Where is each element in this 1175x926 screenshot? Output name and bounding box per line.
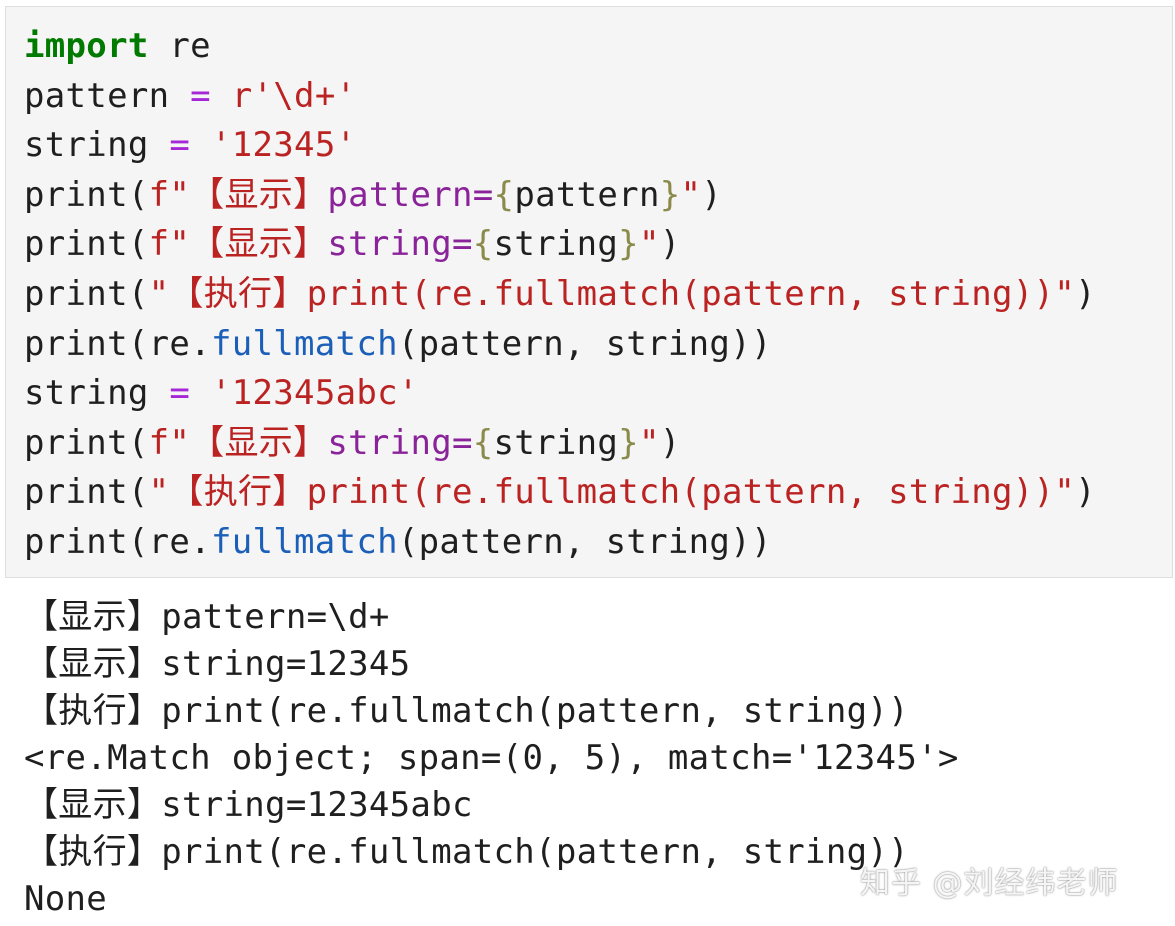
function-name: fullmatch [210, 323, 398, 364]
watermark: 知乎 @刘经纬老师 [860, 866, 1119, 901]
call-suffix: ) [659, 422, 681, 463]
string-literal: "【执行】print(re.fullmatch(pattern, string)… [148, 273, 1076, 314]
output-line: 【显示】string=12345 [24, 644, 411, 684]
cell-output: 【显示】pattern=\d+ 【显示】string=12345 【执行】print… [24, 594, 959, 923]
code-line: string = '12345abc' [24, 369, 1096, 419]
code-line: pattern = r'\d+' [24, 72, 1096, 122]
fstring-close-brace: } [659, 174, 681, 215]
fstring-variable: string [493, 422, 619, 463]
call-prefix: print( [24, 174, 149, 215]
call-prefix: print( [24, 422, 149, 463]
string-literal: '12345abc' [210, 373, 419, 414]
assign-operator: = [169, 125, 191, 166]
variable-name: string [24, 373, 149, 414]
call-prefix: print(re. [24, 323, 211, 364]
keyword-import: import [24, 26, 149, 66]
output-line: 【显示】pattern=\d+ [24, 597, 390, 637]
fstring-label: string= [327, 422, 473, 463]
fstring-end: " [680, 174, 702, 215]
call-prefix: print( [24, 273, 149, 314]
fstring-open-brace: { [493, 174, 515, 215]
function-name: fullmatch [210, 521, 398, 562]
fstring-close-brace: } [618, 422, 639, 463]
fstring-variable: string [493, 224, 619, 265]
code-line: print(f"【显示】string={string}") [24, 220, 1096, 270]
call-prefix: print(re. [24, 521, 211, 562]
string-literal: '12345' [210, 125, 357, 166]
fstring-label: string= [327, 224, 473, 265]
output-line: None [24, 879, 108, 919]
assign-operator: = [190, 75, 211, 116]
fstring-start: f"【显示】 [148, 422, 328, 463]
variable-name: pattern [24, 75, 170, 116]
code-line: import re [24, 22, 1096, 72]
fstring-open-brace: { [472, 224, 494, 265]
output-line: 【显示】string=12345abc [24, 785, 473, 825]
string-literal: r'\d+' [231, 75, 357, 116]
fstring-start: f"【显示】 [148, 224, 328, 265]
call-suffix: ) [659, 224, 681, 265]
code-line: print(f"【显示】string={string}") [24, 419, 1096, 469]
call-prefix: print( [24, 224, 149, 265]
output-line: <re.Match object; span=(0, 5), match='12… [24, 738, 959, 778]
code-line: print(re.fullmatch(pattern, string)) [24, 320, 1096, 370]
code-line: string = '12345' [24, 121, 1096, 171]
fstring-variable: pattern [514, 174, 660, 215]
fstring-start: f"【显示】 [148, 174, 328, 215]
output-line: 【执行】print(re.fullmatch(pattern, string)) [24, 691, 909, 731]
fstring-close-brace: } [618, 224, 639, 265]
call-suffix: ) [701, 174, 723, 215]
assign-operator: = [169, 373, 191, 414]
code-line: print(f"【显示】pattern={pattern}") [24, 171, 1096, 221]
string-literal: "【执行】print(re.fullmatch(pattern, string)… [148, 472, 1076, 513]
call-arguments: (pattern, string)) [397, 521, 772, 562]
call-arguments: (pattern, string)) [397, 323, 772, 364]
fstring-end: " [638, 224, 660, 265]
call-suffix: ) [1075, 273, 1096, 314]
output-line: 【执行】print(re.fullmatch(pattern, string)) [24, 832, 909, 872]
call-prefix: print( [24, 472, 149, 513]
variable-name: string [24, 125, 149, 166]
fstring-label: pattern= [327, 174, 494, 215]
fstring-open-brace: { [472, 422, 494, 463]
code-line: print("【执行】print(re.fullmatch(pattern, s… [24, 270, 1096, 320]
fstring-end: " [638, 422, 660, 463]
code-line: print(re.fullmatch(pattern, string)) [24, 518, 1096, 568]
code-line: print("【执行】print(re.fullmatch(pattern, s… [24, 468, 1096, 518]
module-name: re [148, 26, 211, 66]
call-suffix: ) [1075, 472, 1096, 513]
